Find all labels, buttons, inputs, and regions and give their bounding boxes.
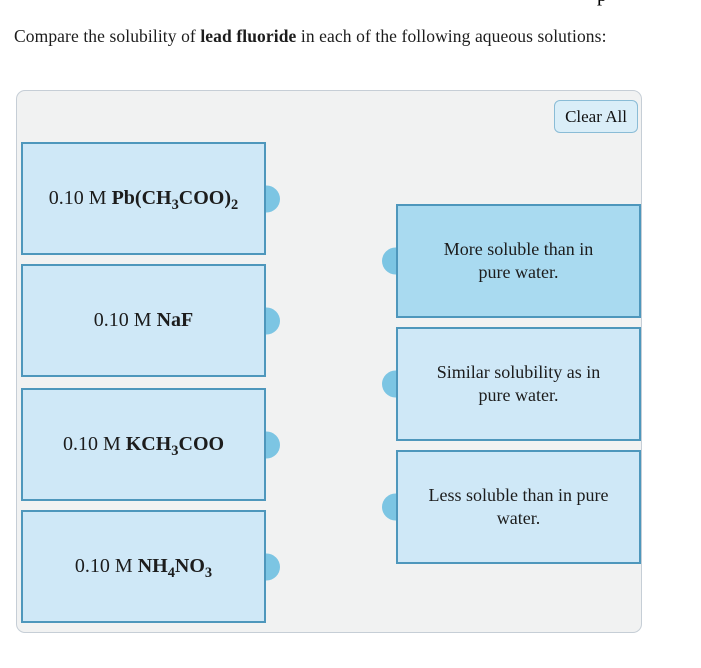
connector-handle-icon[interactable] [266,431,280,458]
target-box-more-soluble[interactable]: More soluble than in pure water. [382,204,641,318]
clipped-text-fragment: p [597,0,607,7]
solution-box-pb-ch3coo2[interactable]: 0.10 M Pb(CH3COO)2 [21,142,280,255]
solution-box-kch3coo[interactable]: 0.10 M KCH3COO [21,388,280,501]
connector-socket-icon[interactable] [382,493,396,521]
connector-handle-icon[interactable] [266,553,280,580]
solution-label: 0.10 M Pb(CH3COO)2 [48,187,239,213]
solution-label: 0.10 M NaF [93,309,194,331]
clear-all-button[interactable]: Clear All [554,100,638,133]
target-box-similar-solubility[interactable]: Similar solubility as in pure water. [382,327,641,441]
target-box-less-soluble[interactable]: Less soluble than in pure water. [382,450,641,564]
prompt-prefix: Compare the solubility of [14,26,201,46]
connector-socket-icon[interactable] [382,247,396,275]
connector-socket-icon[interactable] [382,370,396,398]
question-prompt: Compare the solubility of lead fluoride … [14,26,654,47]
solution-box-naf[interactable]: 0.10 M NaF [21,264,280,377]
prompt-suffix: in each of the following aqueous solutio… [296,26,607,46]
target-label: More soluble than in pure water. [443,238,594,282]
solution-box-nh4no3[interactable]: 0.10 M NH4NO3 [21,510,280,623]
connector-handle-icon[interactable] [266,185,280,212]
connector-handle-icon[interactable] [266,307,280,334]
matching-panel: Clear All 0.10 M Pb(CH3COO)2 0.10 M NaF … [16,90,642,633]
target-label: Less soluble than in pure water. [428,484,609,528]
prompt-substance: lead fluoride [200,26,297,46]
target-label: Similar solubility as in pure water. [436,361,601,405]
solution-label: 0.10 M NH4NO3 [74,555,213,581]
solution-label: 0.10 M KCH3COO [62,433,225,459]
